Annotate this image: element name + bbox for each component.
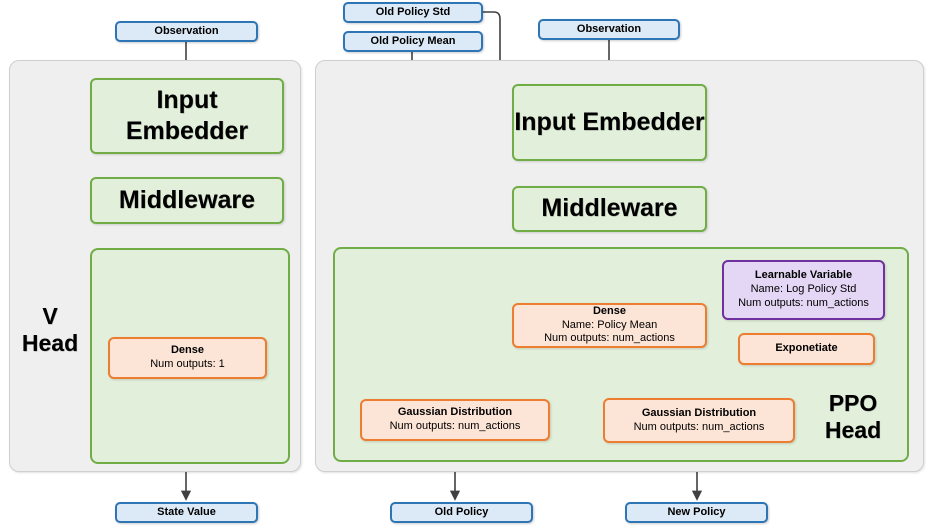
ppo-output-new-policy[interactable]: New Policy [625,502,768,523]
ppo-gaussian-old-num-outputs: Num outputs: num_actions [389,420,521,432]
ppo-head-label-line2: Head [824,417,882,444]
ppo-output-new-policy-label: New Policy [667,505,726,518]
v-head-dense-title: Dense [170,344,205,357]
ppo-gaussian-new-num-outputs: Num outputs: num_actions [633,420,765,433]
v-head-middleware-label: Middleware [118,185,256,214]
ppo-head-label-line1: PPO [828,390,878,416]
v-head-label-line2: Head [21,330,79,357]
ppo-learnable-variable-log-policy-std[interactable]: Learnable Variable Name: Log Policy Std … [722,260,885,320]
v-head-middleware[interactable]: Middleware [90,177,284,224]
ppo-input-observation-label: Observation [576,22,642,35]
v-head-output-state-value-label: State Value [157,505,216,518]
ppo-gaussian-distribution-new[interactable]: Gaussian Distribution Num outputs: num_a… [603,398,795,443]
ppo-dense-policy-mean-num-outputs: Num outputs: num_actions [544,332,675,345]
v-head-input-embedder[interactable]: Input Embedder [90,78,284,154]
v-head-input-observation[interactable]: Observation [115,21,258,42]
ppo-learnable-variable-num-outputs: Num outputs: num_actions [738,296,869,309]
v-head-dense[interactable]: Dense Num outputs: 1 [108,337,267,379]
v-head-output-state-value[interactable]: State Value [115,502,258,523]
ppo-gaussian-new-title: Gaussian Distribution [641,406,757,419]
ppo-exponetiate-label: Exponetiate [775,342,838,355]
ppo-gaussian-distribution-old[interactable]: Gaussian Distribution Num outputs: num_a… [360,399,550,441]
ppo-middleware[interactable]: Middleware [512,186,707,232]
ppo-middleware-label: Middleware [541,194,678,223]
ppo-learnable-variable-name: Name: Log Policy Std [750,283,857,296]
ppo-input-old-policy-std-label: Old Policy Std [375,5,451,18]
ppo-gaussian-old-title: Gaussian Distribution [397,406,513,419]
ppo-output-old-policy[interactable]: Old Policy [390,502,533,523]
ppo-input-old-policy-mean[interactable]: Old Policy Mean [343,31,483,52]
v-head-input-observation-label: Observation [154,24,219,37]
ppo-exponetiate[interactable]: Exponetiate [738,333,875,365]
ppo-learnable-variable-title: Learnable Variable [754,269,853,282]
ppo-input-observation[interactable]: Observation [538,19,680,40]
v-head-label-line1: V [42,303,58,329]
ppo-input-embedder-label: Input Embedder [514,107,705,136]
ppo-output-old-policy-label: Old Policy [434,505,489,518]
ppo-dense-policy-mean-title: Dense [592,304,627,317]
ppo-input-old-policy-mean-label: Old Policy Mean [370,34,456,47]
ppo-dense-policy-mean[interactable]: Dense Name: Policy Mean Num outputs: num… [512,303,707,348]
ppo-input-embedder[interactable]: Input Embedder [512,84,707,161]
v-head-label: V Head [14,303,86,357]
v-head-input-embedder-label: Input Embedder [125,85,249,145]
ppo-dense-policy-mean-name: Name: Policy Mean [561,318,658,331]
ppo-input-old-policy-std[interactable]: Old Policy Std [343,2,483,23]
ppo-head-label: PPO Head [818,390,888,444]
v-head-dense-num-outputs: Num outputs: 1 [150,358,225,370]
